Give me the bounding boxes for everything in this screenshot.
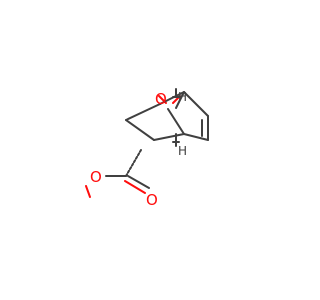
bond-c4-c7 xyxy=(175,91,185,109)
bond-c4-c3 xyxy=(183,91,209,117)
bond-ether-o-to-methyl xyxy=(85,185,91,198)
bond-c4-c5 xyxy=(159,91,185,105)
bond-c5-c6-back xyxy=(125,119,155,141)
bond-carbonyl-to-o-double-a xyxy=(127,175,150,189)
atom-bridgehead-h-bottom: H xyxy=(178,144,187,158)
bond-carbonyl-to-o-double-b xyxy=(124,180,146,194)
molecule-structure-diagram: O O O H H xyxy=(85,88,209,209)
bond-c6-carbonyl-hash xyxy=(125,149,142,177)
hash-h-top-icon xyxy=(172,88,180,98)
atom-bridge-oxygen: O xyxy=(155,90,167,108)
bond-c5-c4 xyxy=(125,103,161,121)
atom-bridgehead-h-top: H xyxy=(178,90,187,104)
atom-ester-ether-oxygen: O xyxy=(90,168,102,186)
bond-c1-c6 xyxy=(153,133,185,141)
bond-c2-c1 xyxy=(183,133,209,141)
bond-bridge-c1 xyxy=(167,108,185,135)
hash-h-bottom-icon xyxy=(172,133,180,147)
atom-ester-carbonyl-oxygen: O xyxy=(146,191,158,209)
